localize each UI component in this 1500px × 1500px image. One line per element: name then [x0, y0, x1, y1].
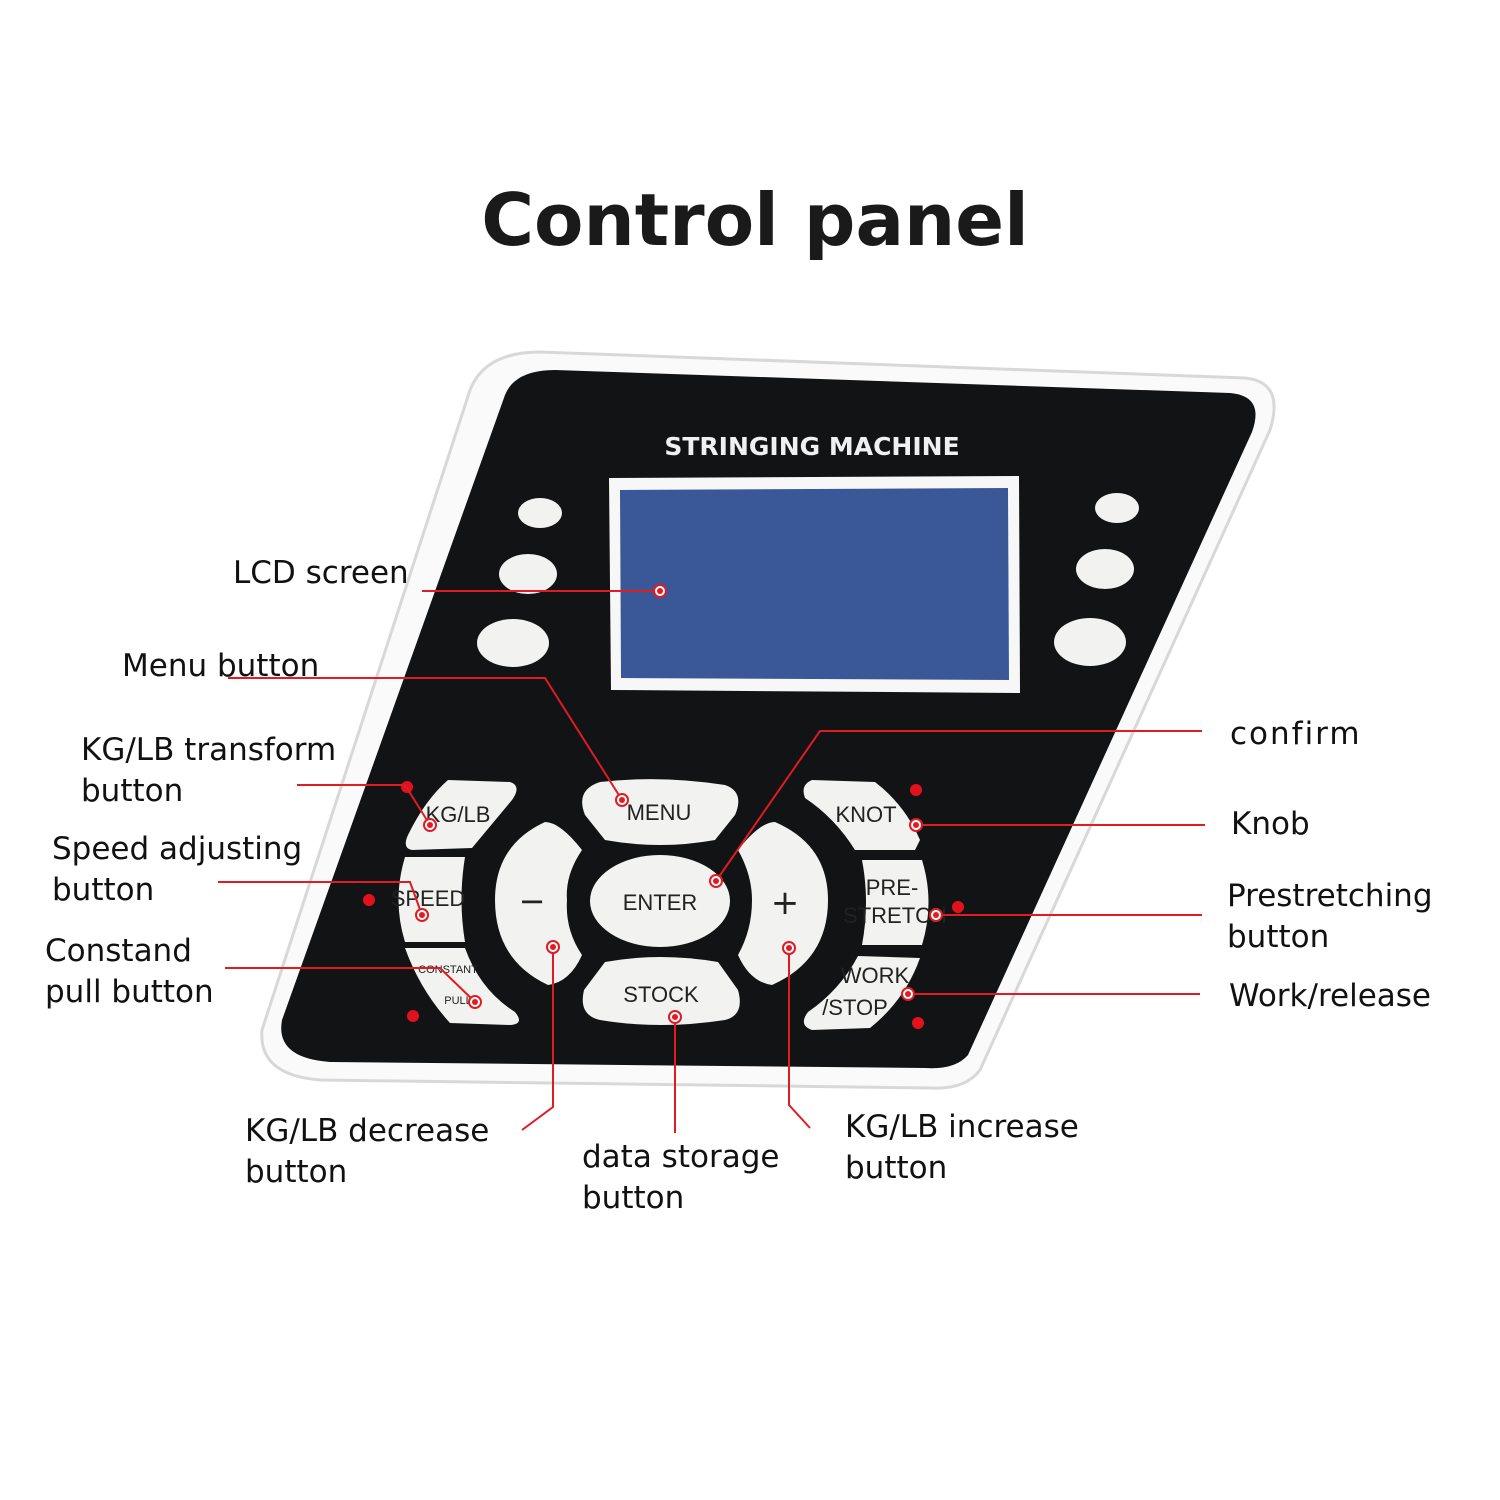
work-label: WORK: [841, 963, 910, 988]
stock-button[interactable]: STOCK: [582, 957, 740, 1025]
marker: [468, 995, 482, 1009]
callout-confirm: confirm: [1230, 716, 1362, 752]
marker: [901, 987, 915, 1001]
callout-work: Work/release: [1229, 978, 1431, 1014]
marker: [615, 793, 629, 807]
leader-confirm: [715, 730, 1202, 882]
indicator-oval: [499, 554, 557, 594]
callout-decrease: KG/LB decrease: [245, 1113, 489, 1149]
brand-label: STRINGING MACHINE: [664, 432, 959, 461]
work-stop-button[interactable]: WORK /STOP: [803, 956, 920, 1030]
enter-button[interactable]: ENTER: [590, 855, 730, 947]
callout-lcd: LCD screen: [233, 555, 409, 591]
marker: [782, 941, 796, 955]
kglb-increase-button[interactable]: +: [738, 822, 828, 985]
callout-menu: Menu button: [122, 648, 319, 684]
callout-decrease-2: button: [245, 1154, 347, 1190]
callout-constant-2: pull button: [45, 974, 214, 1010]
marker: [909, 818, 923, 832]
minus-label: −: [519, 882, 546, 920]
leader-lines: [218, 590, 1205, 1133]
knot-button[interactable]: KNOT: [803, 780, 920, 850]
pull-label: PULL: [444, 995, 472, 1007]
leader-decrease: [521, 947, 554, 1131]
leader-markers: [415, 584, 943, 1024]
knot-label: KNOT: [835, 802, 896, 827]
led-light: [952, 901, 964, 913]
callout-increase: KG/LB increase: [845, 1109, 1079, 1145]
leader-constant: [225, 967, 476, 1003]
leader-increase: [788, 948, 811, 1129]
marker: [653, 584, 667, 598]
led-light: [910, 784, 922, 796]
callout-knob: Knob: [1231, 806, 1310, 842]
speed-button[interactable]: SPEED: [391, 857, 466, 942]
lcd-screen: [609, 476, 1020, 693]
pre-label: PRE-: [866, 875, 919, 900]
led-light: [912, 1017, 924, 1029]
menu-button[interactable]: MENU: [582, 779, 739, 845]
callout-kglb-2: button: [81, 773, 183, 809]
callout-constant: Constand: [45, 933, 192, 969]
marker: [415, 908, 429, 922]
leader-kglb: [297, 784, 431, 826]
led-light: [363, 894, 375, 906]
stock-label: STOCK: [623, 982, 699, 1007]
marker: [929, 908, 943, 922]
callout-prestretch: Prestretching: [1227, 878, 1433, 914]
kglb-decrease-button[interactable]: −: [495, 822, 582, 985]
marker: [546, 940, 560, 954]
marker: [709, 874, 723, 888]
diagram-title: Control panel: [481, 178, 1029, 262]
indicator-oval: [1054, 618, 1126, 666]
menu-label: MENU: [627, 800, 692, 825]
indicator-oval: [518, 498, 562, 528]
callout-prestretch-2: button: [1227, 919, 1329, 955]
callout-speed: Speed adjusting: [52, 831, 302, 867]
enter-label: ENTER: [623, 890, 698, 915]
indicator-oval: [477, 619, 549, 667]
constant-label: CONSTANT: [418, 964, 478, 976]
indicator-oval: [1076, 549, 1134, 589]
plus-label: +: [771, 883, 800, 923]
side-indicators: [477, 493, 1139, 667]
indicator-oval: [1095, 493, 1139, 523]
callout-increase-2: button: [845, 1150, 947, 1186]
callout-speed-2: button: [52, 872, 154, 908]
callout-storage-2: button: [582, 1180, 684, 1216]
speed-label: SPEED: [391, 886, 466, 911]
stop-label: /STOP: [822, 995, 888, 1020]
led-light: [407, 1010, 419, 1022]
marker: [423, 818, 437, 832]
leader-speed: [218, 881, 423, 916]
callout-storage: data storage: [582, 1139, 779, 1175]
callout-kglb: KG/LB transform: [81, 732, 336, 768]
leader-menu: [228, 677, 623, 801]
marker: [668, 1010, 682, 1024]
